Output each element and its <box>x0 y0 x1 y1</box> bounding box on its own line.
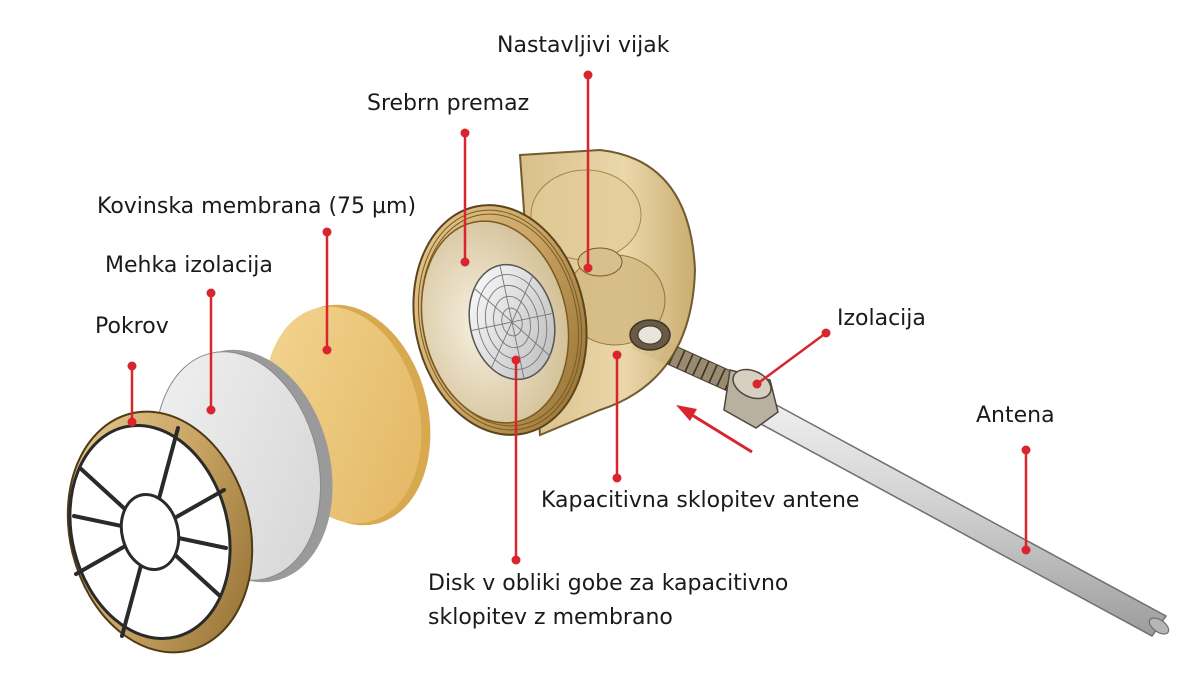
leader-lines <box>127 70 1031 565</box>
leader-antena <box>1021 445 1031 555</box>
leader-nastavljivi-vijak <box>583 70 593 273</box>
insertion-arrow <box>676 405 753 454</box>
leader-mehka-izolacija <box>206 288 216 415</box>
leader-kapacitivna-sklopitev <box>612 350 622 483</box>
label-kapacitivna-sklopitev: Kapacitivna sklopitev antene <box>541 488 860 513</box>
leader-kovinska-membrana <box>322 227 332 355</box>
label-disk-line2: sklopitev z membrano <box>428 605 673 630</box>
label-disk-line1: Disk v obliki gobe za kapacitivno <box>428 571 789 596</box>
leader-pokrov <box>127 361 137 427</box>
label-pokrov: Pokrov <box>95 314 169 339</box>
label-kovinska-membrana: Kovinska membrana (75 µm) <box>97 194 417 219</box>
cover-ring <box>66 410 254 654</box>
leader-srebrn-premaz <box>460 128 470 267</box>
leader-izolacija <box>752 328 831 389</box>
label-nastavljivi-vijak: Nastavljivi vijak <box>497 33 670 58</box>
label-izolacija: Izolacija <box>837 306 926 331</box>
leader-disk <box>511 355 521 565</box>
label-srebrn-premaz: Srebrn premaz <box>367 91 530 116</box>
label-mehka-izolacija: Mehka izolacija <box>105 253 273 278</box>
label-antena: Antena <box>976 403 1055 428</box>
